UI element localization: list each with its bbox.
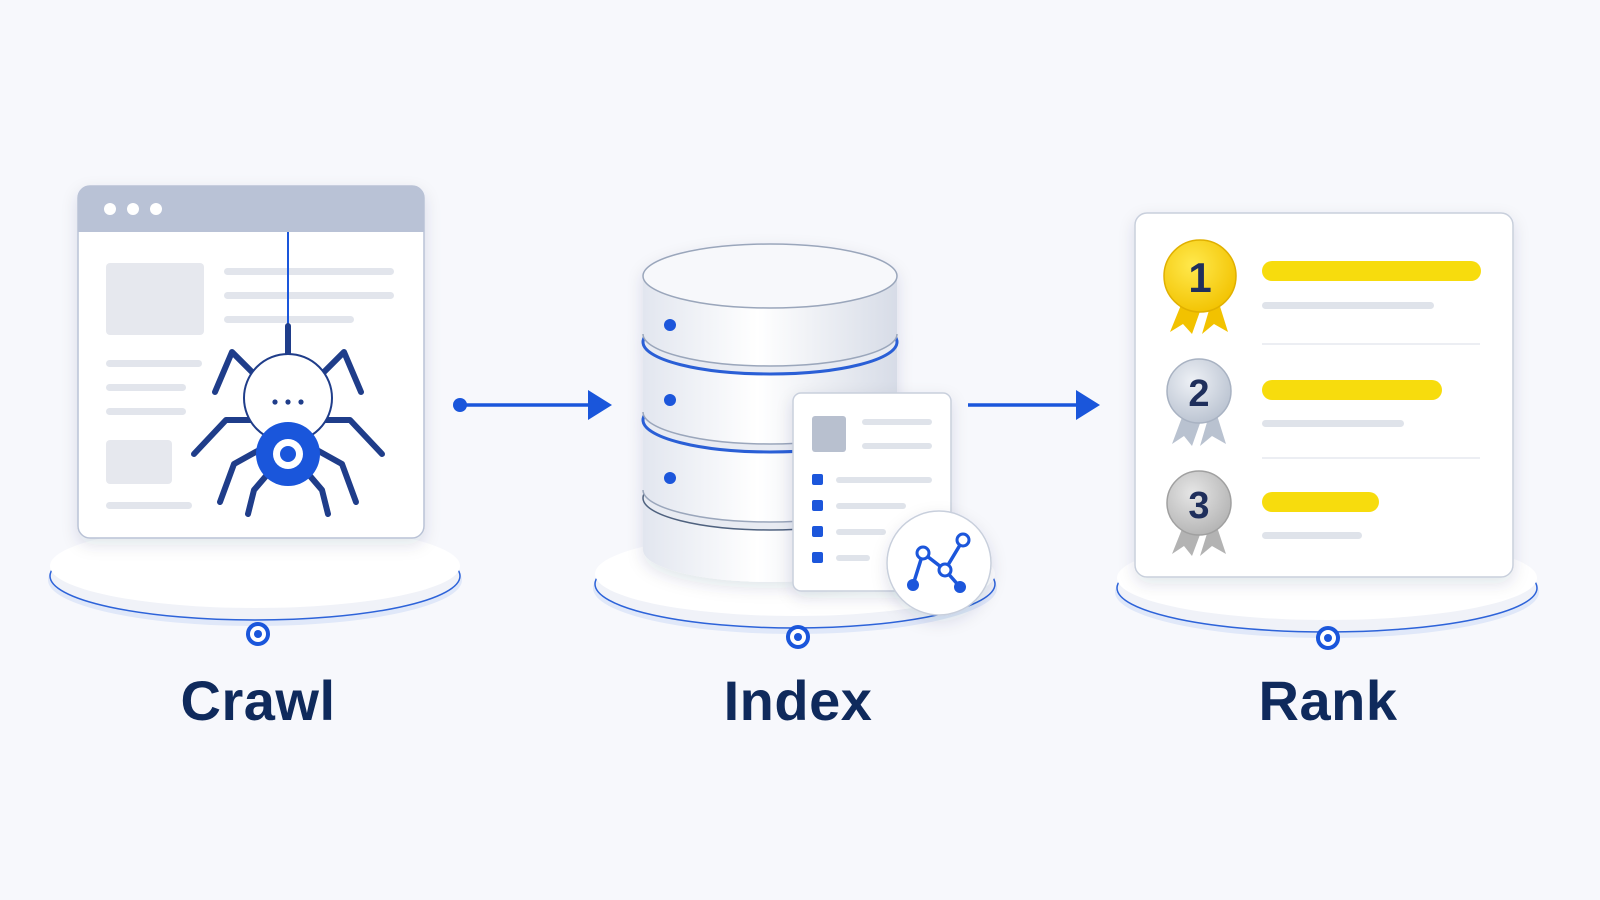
index-label: Index bbox=[723, 669, 873, 732]
rank-1-bar bbox=[1262, 261, 1481, 281]
silver-medal-icon: 2 bbox=[1166, 358, 1232, 446]
arrow-index-to-rank bbox=[968, 390, 1100, 420]
spider-icon bbox=[191, 232, 385, 517]
rank-1-number: 1 bbox=[1188, 254, 1211, 301]
crawl-label: Crawl bbox=[180, 669, 336, 732]
rank-2-number: 2 bbox=[1188, 373, 1209, 415]
rank-label: Rank bbox=[1258, 669, 1398, 732]
crawl-browser-window bbox=[77, 185, 425, 539]
gold-medal-icon: 1 bbox=[1163, 239, 1237, 334]
arrow-crawl-to-index bbox=[453, 390, 612, 420]
rank-3-number: 3 bbox=[1188, 485, 1209, 527]
ranked-list-card bbox=[1134, 212, 1514, 578]
graph-network-icon bbox=[886, 510, 992, 616]
crawl-platform bbox=[48, 524, 462, 646]
rank-3-bar bbox=[1262, 492, 1379, 512]
gray-medal-icon: 3 bbox=[1166, 470, 1232, 556]
rank-2-bar bbox=[1262, 380, 1442, 400]
